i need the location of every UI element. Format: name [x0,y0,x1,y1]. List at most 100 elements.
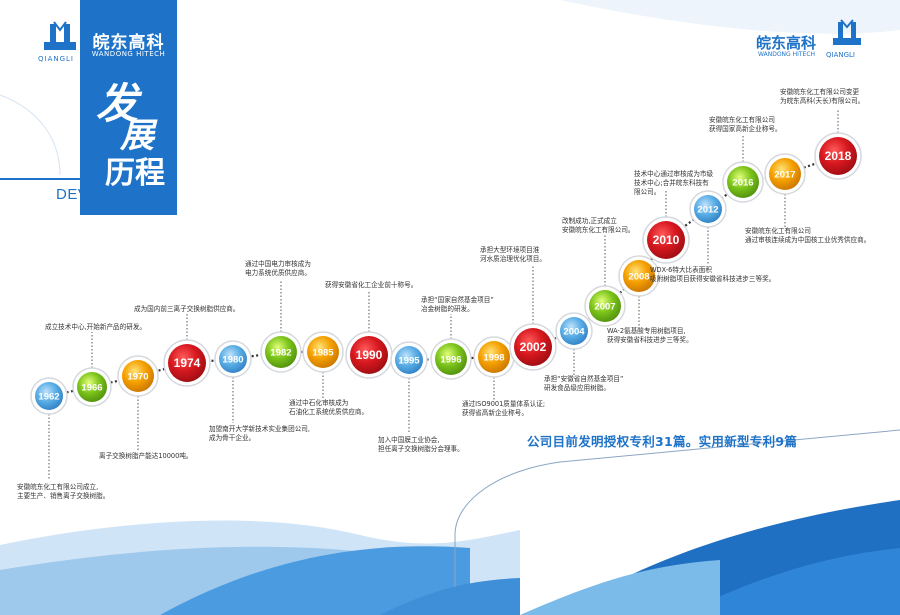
milestone-note: 通过中石化审核成为石油化工系统优质供应商。 [289,399,368,417]
milestone-note-line: 获得安徽省化工企业前十称号。 [325,281,418,289]
year-label: 1995 [398,356,420,367]
milestone-note: WA-2氨基酸专用树脂项目,获得安徽省科技进步三等奖。 [607,327,693,345]
title-char-3: 历程 [105,156,165,191]
year-label: 2002 [520,340,547,354]
milestone-note-line: 电力系统优质供应商。 [245,269,311,277]
year-label: 1970 [127,372,148,383]
milestone-note-line: WDX-6特大比表面积 [650,266,712,274]
milestone-note-line: 冶金树脂的研发。 [421,305,474,313]
milestone-note-line: WA-2氨基酸专用树脂项目, [607,327,686,335]
milestone-note-line: 成立技术中心,开始新产品的研发。 [45,323,147,331]
year-node-1970 [122,360,154,392]
banner-brand: 皖东高科 [92,33,165,53]
milestone-note-line: 安徽皖东化工有限公司 [745,227,811,235]
year-node-1996 [435,343,467,375]
milestone-note-line: 技术中心;合并皖东科技有 [634,179,709,187]
milestone-note: 成立技术中心,开始新产品的研发。 [45,323,146,332]
milestone-note-line: 通过ISO9001质量体系认证; [462,400,546,408]
milestone-note-line: 通过中石化审核成为 [289,399,349,407]
logo-right-brand: 皖东高科 [756,34,817,52]
year-node-1962 [35,382,63,410]
milestone-note-line: 离子交换树脂产能达10000吨。 [99,452,193,460]
milestone-note: 通过ISO9001质量体系认证;获得省高新企业称号。 [462,400,545,418]
milestone-note-line: 改制成功,正式成立 [562,217,617,225]
milestone-note-line: 安徽皖东化工有限公司。 [562,226,635,234]
year-node-2007 [589,290,621,322]
year-node-2008 [623,260,655,292]
milestone-note: 改制成功,正式成立安徽皖东化工有限公司。 [562,217,635,235]
milestone-note-line: 承担大型环境项目淮 [480,246,540,254]
title-banner: 皖东高科 WANDONG HITECH [80,0,177,215]
title-char-1: 发 [96,79,139,128]
milestone-note: 加入中国膜工业协会,担任离子交换树脂分会理事。 [378,436,464,454]
milestone-note-line: 加入中国膜工业协会, [378,436,440,444]
year-label: 1990 [356,348,383,362]
year-label: 2012 [697,205,718,216]
year-node-1985 [307,336,339,368]
milestone-note: 安徽皖东化工有限公司变更为皖东高科(天长)有限公司。 [780,88,864,106]
year-node-1990 [350,336,388,374]
milestone-note-line: 承担“安徽省自然基金项目” [544,375,624,383]
milestone-note-line: 承担“国家自然基金项目” [421,296,494,304]
milestone-note-line: 安徽皖东化工有限公司 [709,116,775,124]
logo-right-english: WANDONG HITECH [758,51,816,58]
milestone-note-line: 获得省高新企业称号。 [462,409,528,417]
logo-left-caption: QIANGLI [38,55,74,63]
milestone-note-line: 安徽皖东化工有限公司变更 [780,88,860,96]
milestone-note-line: 石油化工系统优质供应商。 [289,408,369,416]
milestone-note: 成为国内前三离子交换树脂供应商。 [134,305,240,314]
year-label: 2018 [825,149,852,163]
banner-english: WANDONG HITECH [91,50,166,58]
milestone-note-line: 成为国内前三离子交换树脂供应商。 [134,305,240,313]
milestone-note-line: 成为骨干企业。 [209,434,256,442]
milestone-note-line: 为皖东高科(天长)有限公司。 [780,97,865,105]
milestone-note-line: 技术中心通过审核成为市级 [634,170,714,178]
year-label: 2016 [732,178,753,189]
milestone-note: 安徽皖东化工有限公司通过审核连续成为中国核工业优秀供应商。 [745,227,870,245]
milestone-note-line: 河水质治理优化项目。 [480,255,546,263]
year-label: 1985 [312,348,334,359]
year-label: 2007 [594,302,615,313]
year-label: 1998 [483,353,504,364]
year-node-2012 [694,195,722,223]
divider [0,178,80,180]
milestone-note: 离子交换树脂产能达10000吨。 [99,452,193,461]
year-label: 1980 [222,355,243,366]
year-node-2018 [819,137,857,175]
year-node-1995 [395,346,423,374]
milestone-note: 承担“安徽省自然基金项目”研发食品级应用树脂。 [544,375,623,393]
milestone-note-line: 加盟南开大学新技术实业集团公司, [209,425,311,433]
milestone-note-line: 安徽皖东化工有限公司成立, [17,483,99,491]
year-node-1998 [478,341,510,373]
milestone-note: 通过中国电力审核成为电力系统优质供应商。 [245,260,311,278]
year-node-1980 [219,345,247,373]
milestone-note-line: 通过中国电力审核成为 [245,260,311,268]
year-node-2010 [647,221,685,259]
logo-emblem-left [44,21,76,50]
year-label: 2010 [653,233,680,247]
year-label: 1982 [270,348,291,359]
year-label: 1966 [81,383,102,394]
year-label: 2008 [628,272,649,283]
milestone-note-line: 吸附树脂项目获得安徽省科技进步三等奖。 [650,275,776,283]
year-label: 2017 [774,170,795,181]
year-label: 1962 [38,392,59,403]
milestone-note: 安徽皖东化工有限公司成立,主要生产、销售离子交换树脂。 [17,483,109,501]
milestone-note: WDX-6特大比表面积吸附树脂项目获得安徽省科技进步三等奖。 [650,266,775,284]
patent-headline: 公司目前发明授权专利31篇。实用新型专利9篇 [527,434,798,449]
milestone-note: 承担大型环境项目淮河水质治理优化项目。 [480,246,546,264]
milestone-note-line: 通过审核连续成为中国核工业优秀供应商。 [745,236,871,244]
milestone-note-line: 限公司。 [634,188,661,196]
year-node-2004 [560,317,588,345]
year-label: 2004 [563,327,585,338]
year-node-2016 [727,166,759,198]
logo-right-caption: QIANGLI [826,51,855,59]
milestone-note: 安徽皖东化工有限公司获得国家高新企业称号。 [709,116,782,134]
milestone-note-line: 研发食品级应用树脂。 [544,384,610,392]
title-english: DEVELOPMENT [56,186,175,203]
milestone-note: 获得安徽省化工企业前十称号。 [325,281,417,290]
year-label: 1974 [174,356,201,370]
milestone-note-line: 主要生产、销售离子交换树脂。 [17,492,110,500]
